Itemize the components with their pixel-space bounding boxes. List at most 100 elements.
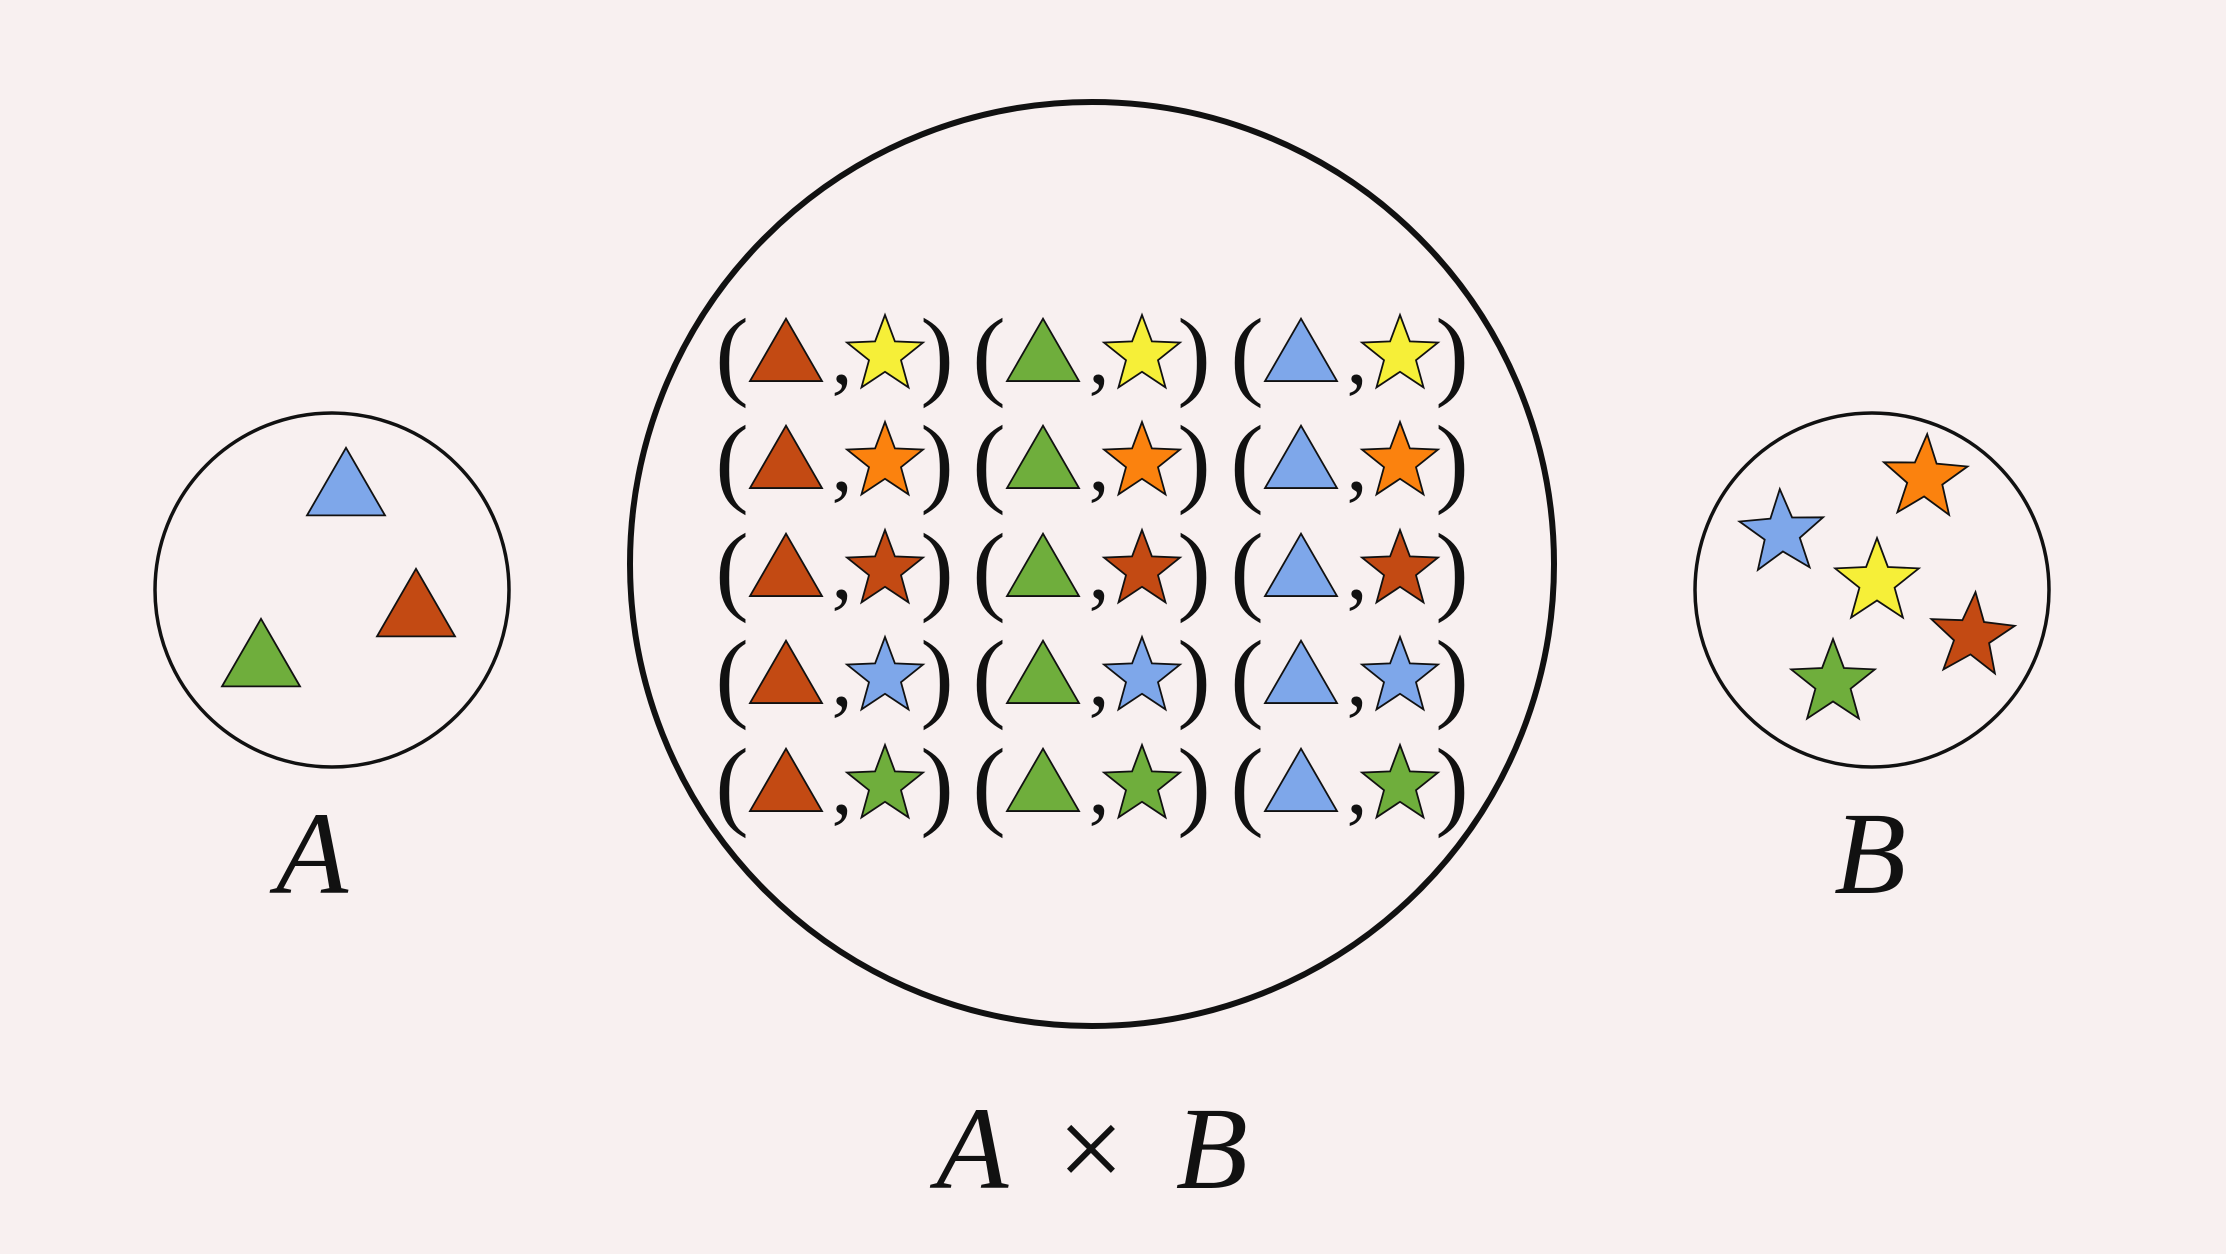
pair-close-paren: ) (1435, 513, 1468, 624)
product-label-a: A (929, 1083, 1009, 1214)
pair-close-paren: ) (920, 728, 953, 839)
pair-comma: , (1347, 524, 1368, 617)
pair-triangle-green (1005, 746, 1081, 812)
product-label-b: B (1176, 1083, 1248, 1214)
pair-open-paren: ( (715, 405, 748, 516)
pair-comma: , (1089, 524, 1110, 617)
pair-close-paren: ) (920, 513, 953, 624)
pair-star-green (1359, 742, 1441, 820)
pair-close-paren: ) (1177, 728, 1210, 839)
pair-red-triangle-red-star: (,) (715, 513, 953, 624)
pair-blue-triangle-orange-star: (,) (1230, 405, 1468, 516)
pair-comma: , (1347, 739, 1368, 832)
pair-open-paren: ( (715, 298, 748, 409)
pair-comma: , (1089, 631, 1110, 724)
pair-star-yellow (1359, 312, 1441, 390)
product-set: (,)(,)(,)(,)(,)(,)(,)(,)(,)(,)(,)(,)(,)(… (627, 99, 1557, 1214)
set-b-star-red (1929, 589, 2018, 676)
pair-triangle-red (748, 638, 824, 704)
set-a-circle (153, 411, 511, 769)
pair-triangle-red (748, 531, 824, 597)
pair-comma: , (1347, 416, 1368, 509)
pair-triangle-blue (1263, 423, 1339, 489)
pair-star-green (1101, 742, 1183, 820)
set-b-star-blue (1737, 486, 1826, 572)
pair-comma: , (1089, 309, 1110, 402)
set-b-elements (1737, 431, 2018, 721)
pair-star-yellow (844, 312, 926, 390)
pair-close-paren: ) (1435, 405, 1468, 516)
pair-open-paren: ( (715, 728, 748, 839)
pair-open-paren: ( (1230, 298, 1263, 409)
pair-triangle-red (748, 316, 824, 382)
set-b-star-green (1788, 636, 1878, 721)
pair-star-red (1101, 527, 1183, 605)
pair-comma: , (832, 739, 853, 832)
set-b: B (1693, 411, 2051, 919)
product-label-times: × (1058, 1083, 1125, 1214)
pair-open-paren: ( (972, 405, 1005, 516)
pair-triangle-red (748, 423, 824, 489)
pair-red-triangle-green-star: (,) (715, 728, 953, 839)
pair-open-paren: ( (715, 620, 748, 731)
pair-green-triangle-blue-star: (,) (972, 620, 1210, 731)
pair-star-blue (844, 634, 926, 712)
pair-red-triangle-orange-star: (,) (715, 405, 953, 516)
pair-star-green (844, 742, 926, 820)
product-label: A × B (929, 1083, 1248, 1214)
pair-triangle-blue (1263, 638, 1339, 704)
set-a: A (153, 411, 511, 919)
pair-open-paren: ( (1230, 405, 1263, 516)
pair-close-paren: ) (1177, 620, 1210, 731)
pair-close-paren: ) (1177, 405, 1210, 516)
pair-star-orange (844, 419, 926, 497)
pair-close-paren: ) (1435, 728, 1468, 839)
pair-blue-triangle-blue-star: (,) (1230, 620, 1468, 731)
pair-open-paren: ( (1230, 513, 1263, 624)
pair-open-paren: ( (715, 513, 748, 624)
product-set-circle (627, 99, 1557, 1029)
set-a-triangle-red (375, 567, 457, 638)
pair-blue-triangle-red-star: (,) (1230, 513, 1468, 624)
pair-comma: , (1347, 631, 1368, 724)
pair-open-paren: ( (1230, 728, 1263, 839)
pair-comma: , (1347, 309, 1368, 402)
pair-comma: , (832, 524, 853, 617)
set-b-circle (1693, 411, 2051, 769)
pair-blue-triangle-green-star: (,) (1230, 728, 1468, 839)
pair-comma: , (832, 309, 853, 402)
pair-red-triangle-yellow-star: (,) (715, 298, 953, 409)
pair-star-blue (1359, 634, 1441, 712)
pair-star-yellow (1101, 312, 1183, 390)
set-a-elements (220, 446, 457, 688)
pair-open-paren: ( (972, 728, 1005, 839)
pair-triangle-green (1005, 531, 1081, 597)
pair-comma: , (832, 416, 853, 509)
pair-star-orange (1101, 419, 1183, 497)
pair-close-paren: ) (920, 405, 953, 516)
pair-triangle-blue (1263, 316, 1339, 382)
pair-blue-triangle-yellow-star: (,) (1230, 298, 1468, 409)
pair-close-paren: ) (920, 620, 953, 731)
set-b-star-yellow (1832, 535, 1922, 620)
pair-triangle-green (1005, 316, 1081, 382)
pair-triangle-green (1005, 638, 1081, 704)
pair-green-triangle-orange-star: (,) (972, 405, 1210, 516)
pair-red-triangle-blue-star: (,) (715, 620, 953, 731)
set-b-label: B (1834, 788, 1906, 919)
pair-star-red (844, 527, 926, 605)
pair-comma: , (1089, 739, 1110, 832)
pair-open-paren: ( (1230, 620, 1263, 731)
pair-green-triangle-yellow-star: (,) (972, 298, 1210, 409)
pair-close-paren: ) (1435, 298, 1468, 409)
pair-triangle-red (748, 746, 824, 812)
set-a-triangle-blue (305, 446, 387, 517)
pair-comma: , (1089, 416, 1110, 509)
pair-close-paren: ) (920, 298, 953, 409)
pair-open-paren: ( (972, 620, 1005, 731)
set-a-label: A (269, 788, 349, 919)
pair-green-triangle-green-star: (,) (972, 728, 1210, 839)
pair-triangle-blue (1263, 746, 1339, 812)
pair-star-blue (1101, 634, 1183, 712)
